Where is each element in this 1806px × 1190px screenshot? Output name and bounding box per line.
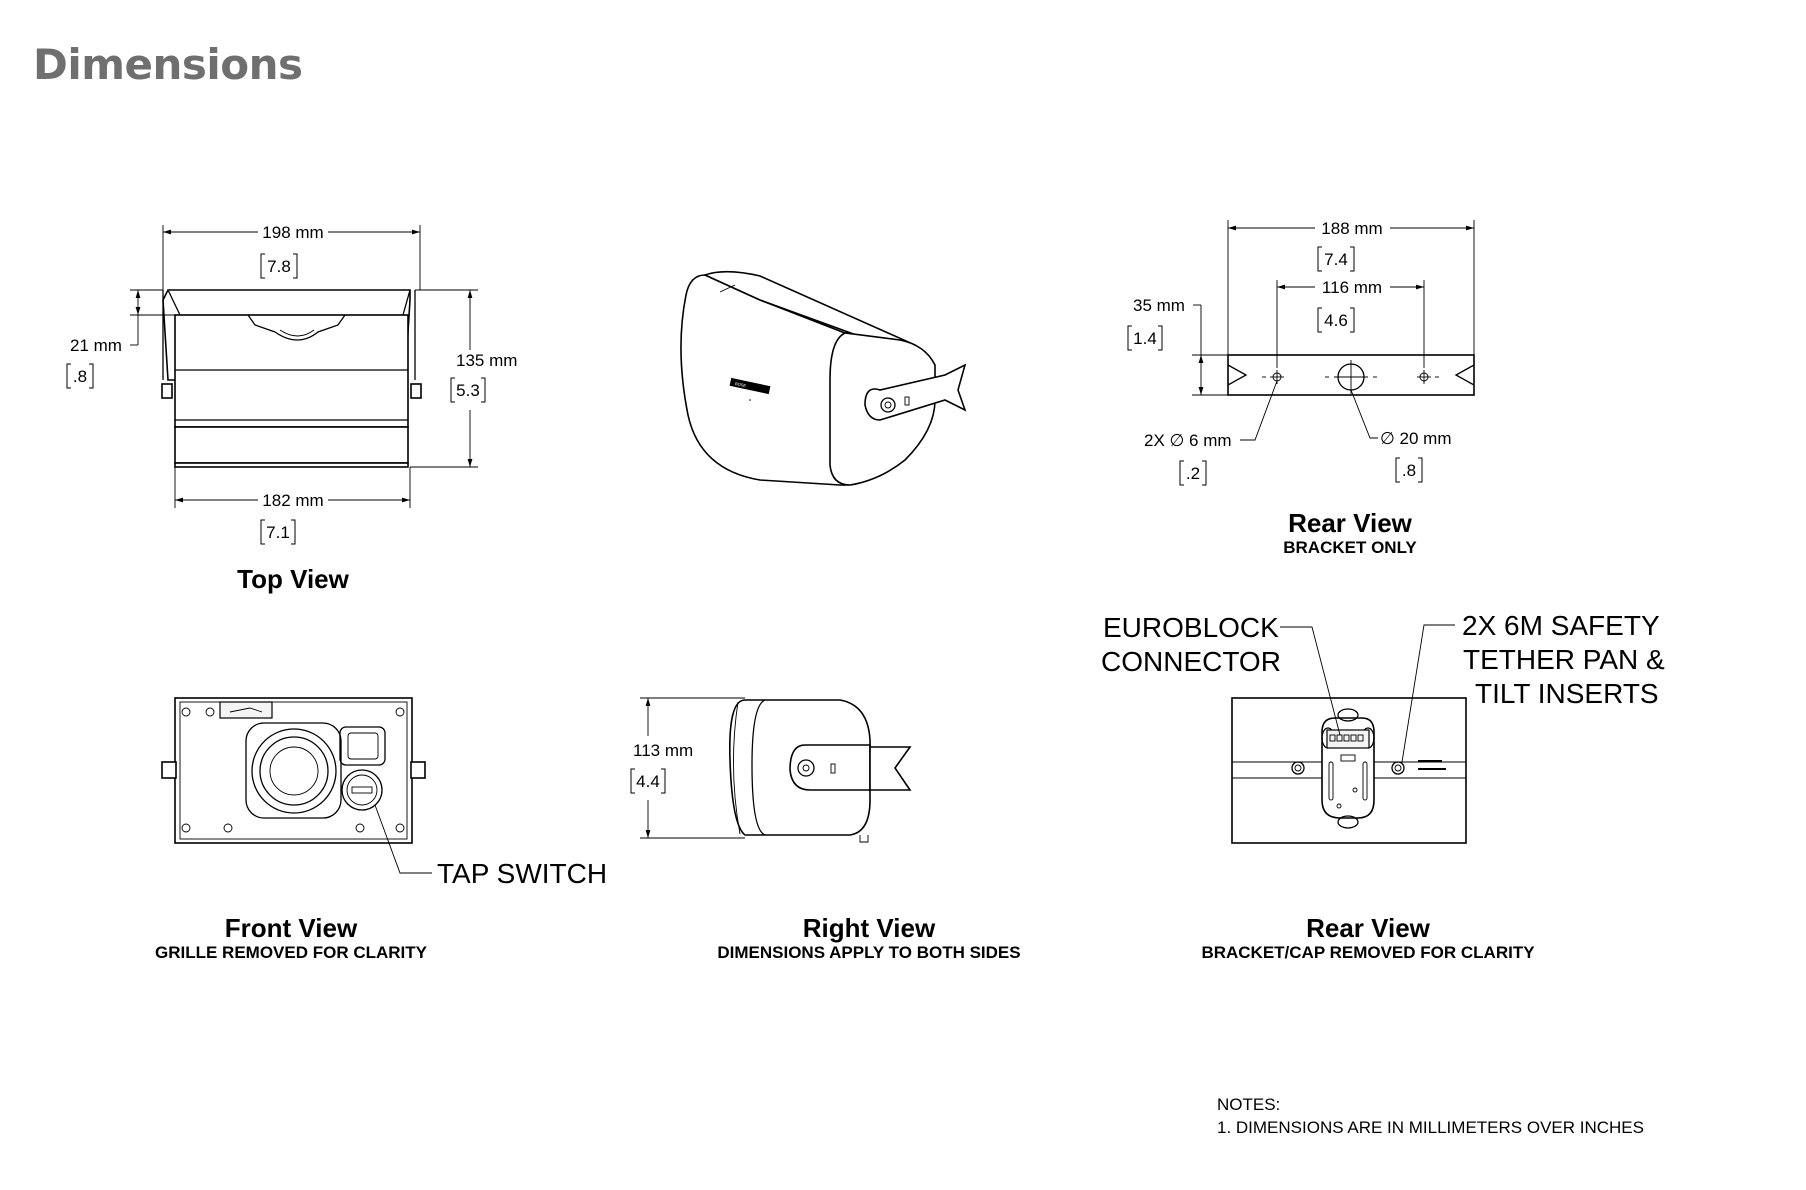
- right-dim-113: 113 mm 4.4: [630, 697, 745, 839]
- rear-cap-view: EUROBLOCK CONNECTOR 2X 6M SAFETY TETHER …: [1101, 610, 1665, 962]
- bose-logo-icon: [729, 377, 771, 395]
- notes: NOTES: 1. DIMENSIONS ARE IN MILLIMETERS …: [1217, 1095, 1644, 1137]
- notes-line-1: 1. DIMENSIONS ARE IN MILLIMETERS OVER IN…: [1217, 1118, 1644, 1137]
- right-dim-113-text: 113 mm: [633, 741, 693, 760]
- top-view-speaker: [161, 289, 422, 468]
- bracket-dim-188: 188 mm 7.4: [1227, 219, 1475, 355]
- notes-heading: NOTES:: [1217, 1095, 1280, 1114]
- bracket-dim-188-inch: 7.4: [1324, 250, 1348, 269]
- right-view-subtitle: DIMENSIONS APPLY TO BOTH SIDES: [717, 943, 1020, 962]
- bracket-center-text: ∅ 20 mm: [1380, 429, 1452, 448]
- right-dim-113-inch: 4.4: [636, 772, 660, 791]
- front-view-title: Front View: [225, 913, 358, 943]
- top-dim-21-text: 21 mm: [70, 336, 122, 355]
- bracket-center-callout: ∅ 20 mm .8: [1350, 389, 1452, 483]
- tether-callout-2: TETHER PAN &: [1463, 644, 1665, 675]
- euroblock-connector-icon: [1326, 729, 1370, 749]
- bracket-hole-callout: 2X ∅ 6 mm .2: [1144, 380, 1278, 486]
- tether-callout-1: 2X 6M SAFETY: [1462, 610, 1660, 641]
- top-dim-198-inch: 7.8: [267, 257, 291, 276]
- iso-view: BOSE: [680, 270, 967, 486]
- bose-logo-text: BOSE: [735, 381, 747, 388]
- front-view: TAP SWITCH Front View GRILLE REMOVED FOR…: [155, 697, 607, 962]
- tap-switch-callout: TAP SWITCH: [437, 858, 607, 889]
- top-view: 198 mm 7.8 21 mm .8 135 mm 5.3: [66, 223, 517, 594]
- top-dim-135: 135 mm 5.3: [410, 289, 517, 468]
- bracket-holes-text: 2X ∅ 6 mm: [1144, 431, 1232, 450]
- rear-cap-title: Rear View: [1306, 913, 1431, 943]
- top-dim-21-inch: .8: [73, 367, 87, 386]
- bracket-dim-116-inch: 4.6: [1324, 311, 1348, 330]
- top-dim-198-text: 198 mm: [262, 223, 323, 242]
- bracket-dim-35-text: 35 mm: [1133, 296, 1185, 315]
- bracket-holes-inch: .2: [1186, 464, 1200, 483]
- front-view-subtitle: GRILLE REMOVED FOR CLARITY: [155, 943, 428, 962]
- top-dim-135-text: 135 mm: [456, 351, 517, 370]
- right-view-title: Right View: [803, 913, 936, 943]
- top-dim-21: 21 mm .8: [66, 289, 175, 389]
- bracket-shape: [1227, 354, 1475, 396]
- top-dim-135-inch: 5.3: [456, 381, 480, 400]
- rear-bracket-view: 188 mm 7.4 116 mm 4.6 35 mm 1.4: [1127, 219, 1475, 557]
- rear-cap-subtitle: BRACKET/CAP REMOVED FOR CLARITY: [1201, 943, 1535, 962]
- tap-switch-icon: [341, 769, 383, 811]
- rear-bracket-subtitle: BRACKET ONLY: [1283, 538, 1417, 557]
- tether-insert-right-icon: [1391, 761, 1405, 775]
- bracket-dim-188-text: 188 mm: [1321, 219, 1382, 238]
- top-dim-198: 198 mm 7.8: [162, 223, 421, 290]
- bracket-dim-116-text: 116 mm: [1322, 278, 1382, 297]
- bracket-center-inch: .8: [1402, 461, 1416, 480]
- top-dim-182: 182 mm 7.1: [174, 467, 411, 545]
- page-title: Dimensions: [33, 40, 303, 89]
- bracket-dim-35: 35 mm 1.4: [1127, 296, 1228, 396]
- top-view-title: Top View: [237, 564, 349, 594]
- tether-callout-3: TILT INSERTS: [1475, 678, 1659, 709]
- bracket-dim-116: 116 mm 4.6: [1276, 278, 1425, 368]
- bracket-dim-35-inch: 1.4: [1133, 329, 1157, 348]
- rear-bracket-title: Rear View: [1288, 508, 1413, 538]
- tether-insert-left-icon: [1291, 761, 1305, 775]
- euroblock-callout-2: CONNECTOR: [1101, 646, 1281, 677]
- right-view: 113 mm 4.4 Right View DIMENSIONS APPLY T…: [630, 697, 1021, 962]
- top-dim-182-text: 182 mm: [262, 491, 323, 510]
- euroblock-callout-1: EUROBLOCK: [1103, 612, 1279, 643]
- woofer-icon: [245, 722, 342, 819]
- top-dim-182-inch: 7.1: [266, 523, 290, 542]
